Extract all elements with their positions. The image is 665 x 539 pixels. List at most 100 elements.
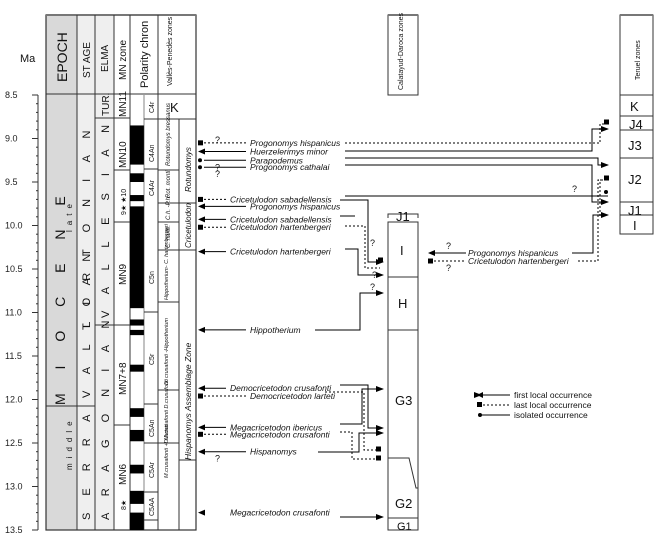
last-occurrence-square-icon: [198, 393, 203, 399]
connector-dem-larteti: [325, 391, 378, 451]
normal-polarity-block: [130, 125, 144, 165]
connector-huerz: [345, 126, 609, 152]
last-occurrence-square-icon: [198, 431, 203, 437]
header-elma: ELMA: [100, 44, 111, 72]
chron-c4ar: C4Ar: [149, 179, 156, 196]
taxon-label: Progonomys hispanicus: [250, 138, 341, 148]
axis-tick-label: 12.0: [5, 395, 23, 405]
taxon-label: Progonomys hispanicus: [468, 248, 559, 258]
normal-polarity-block: [130, 429, 144, 442]
polarity-chron-labels: C4r C4An C4Ar C5n C5r C5An C5Ar C5AA: [143, 95, 158, 530]
isolated-occurrence-dot-icon: [198, 165, 202, 170]
chron-c4r: C4r: [149, 101, 156, 113]
connector-prog-hisp-first: [340, 199, 384, 265]
valles-c-h-ph: C.h. -P.h.: [166, 195, 172, 220]
connector-hippotherium: [315, 290, 384, 331]
query-mark: ?: [446, 241, 451, 251]
last-occurrence-square-icon: [604, 175, 609, 181]
epoch-column: M I O C E N E late middle: [46, 186, 95, 470]
connector-dem-crus: [340, 384, 384, 431]
calatayud-zone-j1: J1: [396, 209, 410, 224]
correlation-connectors: [315, 123, 609, 520]
query-mark: ?: [372, 270, 377, 280]
normal-polarity-block: [130, 490, 144, 504]
valles-penedes-zones: K Rotundomys Rotundomys bressanus Rot. m…: [158, 100, 196, 530]
valles-rot-bressanus: Rotundomys bressanus: [166, 103, 172, 166]
calatayud-header-box: [387, 14, 419, 96]
valles-m-crus-d-crus: M.crusafonti D.crusafonti: [164, 378, 170, 440]
epoch-late: late: [65, 199, 74, 232]
chron-c5n: C5n: [149, 271, 156, 284]
taxon-label: Parapodemus: [250, 155, 304, 165]
axis-tick-label: 13.0: [5, 482, 23, 492]
normal-polarity-block: [130, 464, 144, 474]
mn9-label: MN9: [118, 263, 129, 285]
age-axis: 8.59.09.510.010.511.011.512.012.513.013.…: [5, 90, 39, 535]
stage-column-bg: [77, 15, 95, 530]
normal-polarity-block: [130, 364, 144, 372]
mn6-marker: 8★: [120, 500, 128, 510]
taxon-label: Megacricetodon crusafonti: [230, 508, 331, 518]
stage-serravallian: S E R R A V A L L I A N: [81, 247, 93, 520]
header-teruel: Teruel zones: [635, 40, 642, 80]
elma-aragonian: A R A G O N I A N: [100, 314, 112, 520]
calatayud-zone-h: H: [398, 296, 407, 311]
teruel-zone-j4: J4: [629, 117, 643, 132]
taxon-label: Huerzelerimys minor: [250, 147, 329, 157]
teruel-zone-j2: J2: [628, 172, 642, 187]
header-calatayud: Calatayud-Daroca zones: [398, 12, 405, 90]
axis-tick-label: 11.5: [5, 351, 22, 361]
query-mark: ?: [215, 135, 220, 145]
chron-c4an: C4An: [149, 144, 156, 162]
taxon-label: Cricetulodon hartenbergeri: [230, 222, 332, 232]
teruel-zone-k: K: [630, 99, 639, 114]
taxon-label: Democricetodon larteti: [250, 391, 336, 401]
query-mark: ?: [370, 238, 375, 248]
mn11-label: MN11: [118, 91, 129, 117]
stage-tortonian: T O R T O N I A N: [81, 124, 93, 330]
column-frame: [45, 14, 197, 531]
taxon-label: Cricetulodon sabadellensis: [230, 194, 332, 204]
valles-k: K: [170, 100, 179, 115]
valles-m-crus-d-larteti: M.crusafonti +D.larteti: [164, 424, 170, 478]
taxon-label: Cricetulodon hartenbergeri: [230, 247, 332, 257]
query-mark: ?: [370, 282, 375, 292]
taxon-label: Progonomys hispanicus: [250, 201, 341, 211]
connector-mega-iber: [340, 386, 384, 425]
connector-cric-hart-first: [345, 248, 384, 278]
valles-hipp-c-hart: Hippotherium- C. hartenbergeri: [164, 223, 170, 300]
first-occurrence-arrow-icon: [198, 148, 205, 155]
epoch-column-bg: [46, 15, 77, 530]
last-occurrence-square-icon: [198, 140, 203, 146]
taxon-label: Hippotherium: [250, 325, 301, 335]
calatayud-zone-i: I: [400, 243, 404, 258]
elma-turolian: TUR.: [101, 93, 112, 116]
normal-polarity-block: [130, 329, 144, 336]
header-epoch: EPOCH: [54, 32, 70, 82]
axis-tick-label: 9.5: [5, 177, 18, 187]
header-valles: Vallès-Penedès zones: [167, 16, 174, 86]
header-polarity: Polarity chron: [139, 21, 151, 88]
occurrence-events: Progonomys hispanicus? Huerzelerimys mino…: [198, 119, 609, 518]
legend-last-symbol: [477, 402, 482, 407]
last-occurrence-square-icon: [378, 257, 383, 263]
first-occurrence-arrow-icon: [198, 424, 205, 431]
first-occurrence-arrow-icon: [198, 509, 205, 516]
connector-cric-hart-last: [345, 225, 380, 269]
mn7-8-label: MN7+8: [118, 362, 129, 395]
taxon-label: Progonomys cathalai: [250, 162, 330, 172]
connector-hispanomys: [318, 430, 384, 453]
column-headers: EPOCH ST AGE ELMA MN zone Polarity chron…: [54, 12, 654, 96]
calatayud-zone-g1: G1: [397, 521, 412, 533]
taxon-label: Cricetulodon hartenbergeri: [468, 256, 570, 266]
axis-tick-label: 10.5: [5, 264, 23, 274]
query-mark: ?: [446, 263, 451, 273]
axis-tick-label: 11.0: [5, 308, 22, 318]
connector-right-prog-hisp: [572, 212, 609, 254]
elma-column-bg: [95, 15, 114, 530]
first-occurrence-arrow-icon: [198, 326, 205, 333]
polarity-column: [130, 125, 144, 530]
first-occurrence-arrow-icon: [198, 248, 205, 255]
first-occurrence-arrow-icon: [198, 216, 205, 223]
connector-parapodemus: [345, 157, 609, 168]
